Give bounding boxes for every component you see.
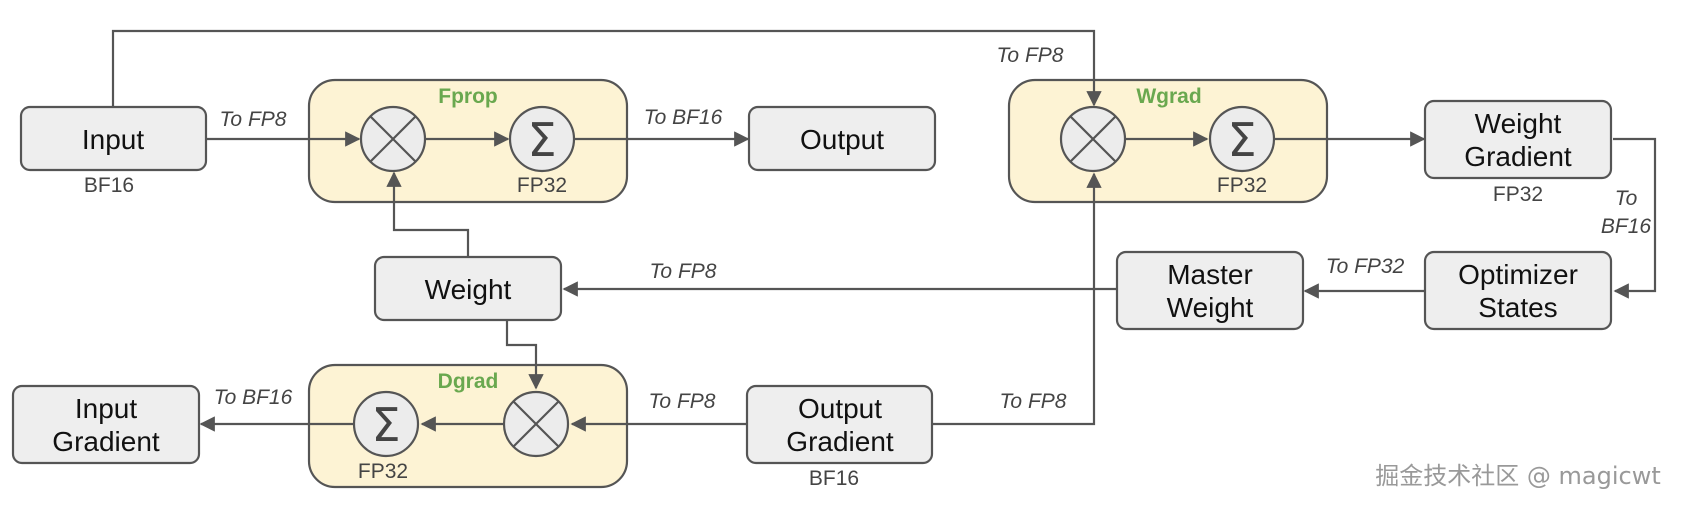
dgrad-multiply-operator: [502, 390, 570, 458]
convert-outgrad-to-dgrad: To FP8: [649, 390, 716, 413]
dgrad-acc-dtype: FP32: [358, 460, 408, 483]
svg-text:Σ: Σ: [371, 398, 400, 452]
convert-fprop-to-output: To BF16: [644, 106, 723, 129]
dgrad-sum-operator: Σ: [352, 390, 420, 458]
input-gradient-box: Input Gradient: [11, 384, 201, 465]
svg-text:Σ: Σ: [527, 113, 556, 167]
convert-wgrad-to-bf16-line1: To: [1615, 187, 1638, 210]
weight-gradient-label-line2: Gradient: [1464, 141, 1572, 172]
watermark: 掘金技术社区 @ magicwt: [1375, 462, 1660, 490]
weight-gradient-box: Weight Gradient: [1423, 99, 1613, 180]
master-weight-box: Master Weight: [1115, 250, 1305, 331]
wire-outgrad-to-wgrad: [932, 172, 1102, 426]
weight-gradient-dtype: FP32: [1493, 183, 1543, 206]
fprop-acc-dtype: FP32: [517, 174, 567, 197]
convert-wgrad-to-bf16-line2: BF16: [1601, 215, 1652, 238]
wgrad-title: Wgrad: [1136, 85, 1201, 108]
fprop-multiply-operator: [359, 105, 427, 173]
input-gradient-label-line2: Gradient: [52, 426, 160, 457]
input-gradient-label-line1: Input: [75, 393, 137, 424]
fprop-title: Fprop: [438, 85, 497, 108]
wire-weight-to-fprop: [386, 171, 470, 257]
output-gradient-box: Output Gradient: [745, 384, 934, 465]
convert-outgrad-to-wgrad: To FP8: [1000, 390, 1067, 413]
wire-weight-to-dgrad: [505, 320, 544, 390]
optimizer-states-label-line1: Optimizer: [1458, 259, 1578, 290]
wire-weight-gradient-to-optimizer: [1613, 137, 1657, 299]
convert-opt-to-master: To FP32: [1326, 255, 1405, 278]
fprop-sum-operator: Σ: [508, 105, 576, 173]
convert-input-to-wgrad: To FP8: [997, 44, 1064, 67]
wgrad-sum-operator: Σ: [1208, 105, 1276, 173]
connections: [111, 29, 1657, 432]
weight-box-label: Weight: [425, 274, 512, 305]
output-box: Output: [747, 105, 937, 172]
convert-input-to-fprop: To FP8: [220, 108, 287, 131]
weight-gradient-label-line1: Weight: [1475, 108, 1562, 139]
master-weight-label-line1: Master: [1167, 259, 1253, 290]
output-gradient-label-line1: Output: [798, 393, 882, 424]
master-weight-label-line2: Weight: [1167, 292, 1254, 323]
weight-box: Weight: [373, 255, 563, 322]
optimizer-states-box: Optimizer States: [1423, 250, 1613, 331]
input-box-label: Input: [82, 124, 144, 155]
output-gradient-label-line2: Gradient: [786, 426, 894, 457]
svg-text:Σ: Σ: [1227, 113, 1256, 167]
output-gradient-dtype: BF16: [809, 467, 859, 490]
input-box: Input: [19, 105, 208, 172]
convert-master-to-weight: To FP8: [650, 260, 717, 283]
wgrad-acc-dtype: FP32: [1217, 174, 1267, 197]
convert-dgrad-to-input-gradient: To BF16: [214, 386, 293, 409]
input-dtype: BF16: [84, 174, 134, 197]
output-box-label: Output: [800, 124, 884, 155]
wgrad-multiply-operator: [1059, 105, 1127, 173]
dgrad-title: Dgrad: [438, 370, 499, 393]
optimizer-states-label-line2: States: [1478, 292, 1557, 323]
wire-input-to-wgrad: [111, 29, 1102, 107]
